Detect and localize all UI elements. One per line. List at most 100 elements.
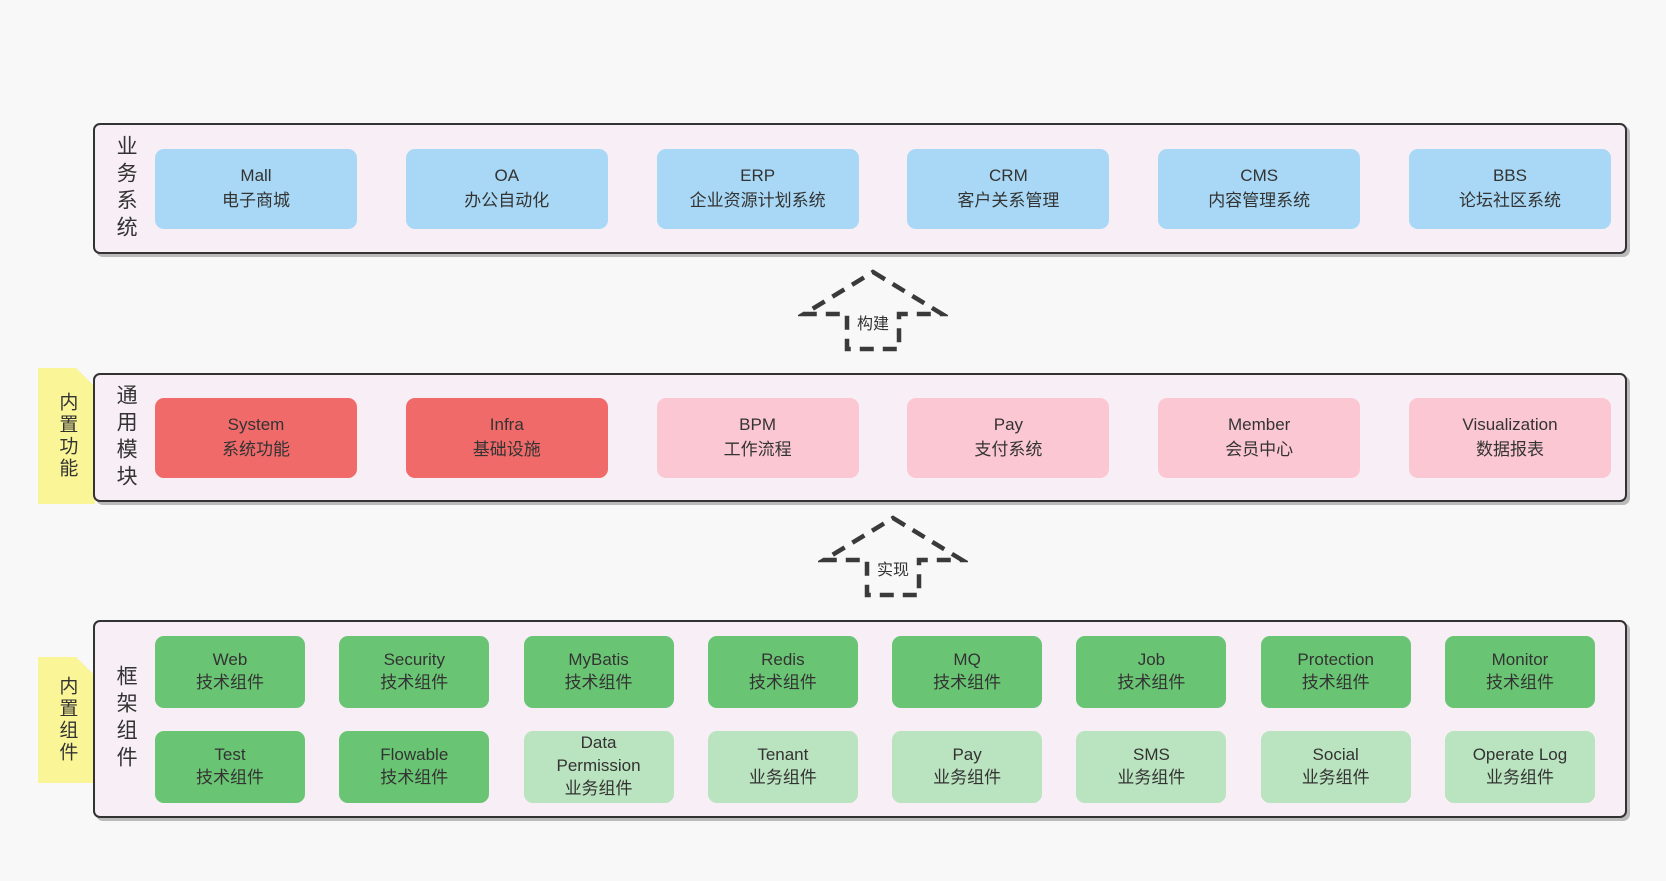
box-subtitle: 技术组件 xyxy=(196,672,264,692)
box-security: Security 技术组件 xyxy=(339,635,490,708)
box-subtitle: 工作流程 xyxy=(723,439,792,459)
box-subtitle: 技术组件 xyxy=(196,767,264,787)
box-subtitle: 业务组件 xyxy=(933,767,1002,787)
box-data-permission: Data Permission 业务组件 xyxy=(523,730,674,803)
layer-label-strip: 通用模块 xyxy=(95,375,155,500)
box-subtitle: 技术组件 xyxy=(748,672,817,692)
box-name: Visualization xyxy=(1462,414,1558,434)
box-name: Member xyxy=(1228,414,1291,434)
box-subtitle: 技术组件 xyxy=(380,767,449,787)
sticky-note-label: 内置功能 xyxy=(56,392,78,480)
box-subtitle: 业务组件 xyxy=(1485,767,1554,787)
box-redis: Redis 技术组件 xyxy=(707,635,858,708)
layer-title: 通用模块 xyxy=(114,383,138,492)
box-name: BBS xyxy=(1492,165,1527,185)
box-subtitle: 业务组件 xyxy=(1117,767,1186,787)
box-name: Security xyxy=(383,649,445,669)
arrow-label: 构建 xyxy=(853,310,893,334)
box-bpm: BPM 工作流程 xyxy=(656,397,859,478)
box-name: Redis xyxy=(761,649,805,669)
box-mall: Mall 电子商城 xyxy=(155,148,357,229)
box-flowable: Flowable 技术组件 xyxy=(339,730,490,803)
box-subtitle: 技术组件 xyxy=(564,672,633,692)
box-job: Job 技术组件 xyxy=(1076,635,1227,708)
box-subtitle: 系统功能 xyxy=(222,439,290,459)
box-name: Flowable xyxy=(380,744,449,764)
box-name: Web xyxy=(212,649,248,669)
box-crm: CRM 客户关系管理 xyxy=(907,148,1110,229)
box-subtitle: 技术组件 xyxy=(1117,672,1186,692)
box-subtitle: 会员中心 xyxy=(1225,439,1294,459)
box-name: Mall xyxy=(240,165,272,185)
arrow-label: 实现 xyxy=(873,556,913,580)
framework-components-grid: Web 技术组件 Security 技术组件 MyBatis 技术组件 Redi… xyxy=(155,622,1625,816)
business-systems-row: Mall 电子商城 OA 办公自动化 ERP 企业资源计划系统 CRM 客户关系… xyxy=(155,125,1625,252)
box-subtitle: 数据报表 xyxy=(1475,439,1544,459)
box-name: Job xyxy=(1137,649,1166,669)
box-operate-log: Operate Log 业务组件 xyxy=(1444,730,1595,803)
box-visualization: Visualization 数据报表 xyxy=(1408,397,1611,478)
box-name: BPM xyxy=(739,414,777,434)
box-name: Monitor xyxy=(1491,649,1549,669)
box-name: CMS xyxy=(1240,165,1279,185)
up-arrow-icon xyxy=(818,515,968,598)
box-name: System xyxy=(227,414,285,434)
box-subtitle: 支付系统 xyxy=(974,439,1043,459)
layer-label-strip: 业务系统 xyxy=(95,125,155,252)
common-modules-layer: 通用模块 System 系统功能 Infra 基础设施 BPM 工作流程 Pay… xyxy=(93,373,1627,502)
box-subtitle: 内容管理系统 xyxy=(1208,190,1311,210)
box-pay-system: Pay 支付系统 xyxy=(907,397,1110,478)
box-name: CRM xyxy=(989,165,1028,185)
box-social: Social 业务组件 xyxy=(1260,730,1411,803)
box-web: Web 技术组件 xyxy=(155,635,305,708)
box-subtitle: 业务组件 xyxy=(564,778,633,798)
box-subtitle: 基础设施 xyxy=(472,439,541,459)
box-subtitle: 电子商城 xyxy=(222,190,290,210)
box-name: Tenant xyxy=(757,744,809,764)
box-subtitle: 技术组件 xyxy=(933,672,1002,692)
box-name: Protection xyxy=(1297,649,1374,669)
box-name: ERP xyxy=(740,165,776,185)
box-subtitle: 技术组件 xyxy=(1485,672,1554,692)
box-name: Pay xyxy=(952,744,982,764)
box-name: Data Permission xyxy=(556,733,641,776)
box-mybatis: MyBatis 技术组件 xyxy=(523,635,674,708)
sticky-note-built-in-components: 内置组件 xyxy=(38,657,95,783)
box-name: Operate Log xyxy=(1472,744,1568,764)
box-subtitle: 办公自动化 xyxy=(464,190,550,210)
sticky-note-built-in-features: 内置功能 xyxy=(38,368,95,504)
implement-arrow: 实现 xyxy=(818,514,968,598)
box-cms: CMS 内容管理系统 xyxy=(1158,148,1361,229)
box-name: Infra xyxy=(489,414,524,434)
layer-title: 框架组件 xyxy=(114,665,138,773)
box-monitor: Monitor 技术组件 xyxy=(1444,635,1595,708)
box-subtitle: 企业资源计划系统 xyxy=(689,190,826,210)
box-name: Pay xyxy=(993,414,1024,434)
layer-title: 业务系统 xyxy=(114,134,138,243)
box-subtitle: 业务组件 xyxy=(748,767,817,787)
box-erp: ERP 企业资源计划系统 xyxy=(656,148,859,229)
box-name: SMS xyxy=(1132,744,1170,764)
box-pay-component: Pay 业务组件 xyxy=(892,730,1043,803)
business-systems-layer: 业务系统 Mall 电子商城 OA 办公自动化 ERP 企业资源计划系统 CRM… xyxy=(93,123,1627,254)
box-name: MQ xyxy=(953,649,981,669)
framework-components-layer: 框架组件 Web 技术组件 Security 技术组件 MyBatis 技术组件… xyxy=(93,620,1627,818)
box-name: OA xyxy=(494,165,520,185)
box-name: MyBatis xyxy=(568,649,629,669)
box-bbs: BBS 论坛社区系统 xyxy=(1408,148,1611,229)
sticky-note-label: 内置组件 xyxy=(56,676,78,764)
box-test: Test 技术组件 xyxy=(155,730,305,803)
box-subtitle: 业务组件 xyxy=(1301,767,1370,787)
box-mq: MQ 技术组件 xyxy=(892,635,1043,708)
box-infra: Infra 基础设施 xyxy=(405,397,608,478)
box-sms: SMS 业务组件 xyxy=(1076,730,1227,803)
box-oa: OA 办公自动化 xyxy=(405,148,608,229)
box-name: Social xyxy=(1312,744,1359,764)
box-member: Member 会员中心 xyxy=(1158,397,1361,478)
box-subtitle: 论坛社区系统 xyxy=(1458,190,1561,210)
box-subtitle: 技术组件 xyxy=(380,672,449,692)
box-subtitle: 客户关系管理 xyxy=(957,190,1060,210)
up-arrow-icon xyxy=(798,269,948,352)
box-name: Test xyxy=(214,744,246,764)
